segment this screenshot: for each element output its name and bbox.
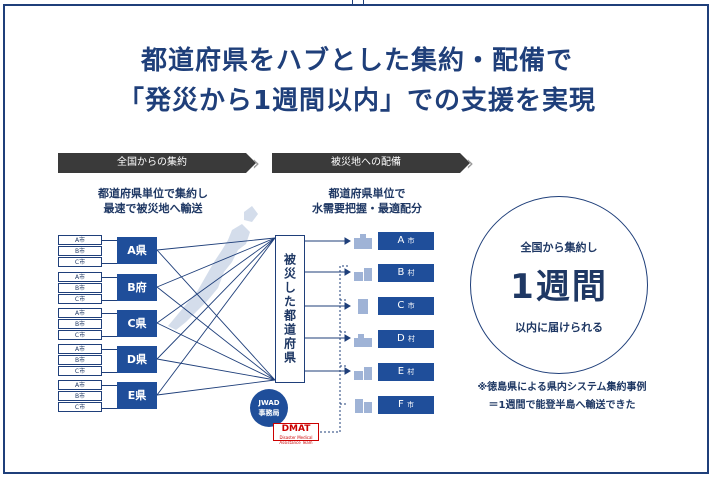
group-bracket (101, 240, 118, 264)
subhead-deployment-line2: 水需要把握・最適配分 (312, 202, 422, 215)
banner-deployment: 被災地への配備 (272, 153, 470, 173)
muni-box: C市 (58, 330, 102, 340)
jwad-sub: 事務局 (258, 409, 280, 417)
pref-box-b: B府 (117, 274, 157, 301)
muni-group-c: A市 B市 C市 (58, 308, 102, 341)
muni-box: B市 (58, 355, 102, 365)
muni-group-b: A市 B市 C市 (58, 272, 102, 305)
banner-arrowhead (460, 153, 470, 173)
dest-name: A (397, 235, 405, 246)
building-icon (354, 367, 372, 380)
dmat-label: DMAT (281, 424, 311, 434)
group-bracket (101, 385, 118, 409)
destination-d: D 村 (378, 330, 434, 348)
pref-box-a: A県 (117, 237, 157, 264)
muni-box: B市 (58, 319, 102, 329)
disaster-prefecture-box: 被災した都道府県 (275, 235, 305, 383)
outer-frame (3, 4, 709, 474)
one-week-callout: 全国から集約し 1週間 以内に届けられる (470, 196, 648, 374)
pref-box-d: D県 (117, 346, 157, 373)
destination-a: A 市 (378, 232, 434, 250)
title-line-1: 都道府県をハブとした集約・配備で (140, 46, 573, 76)
dest-unit: 市 (406, 401, 414, 409)
note-line1: ※徳島県による県内システム集約事例 (477, 382, 647, 393)
dmat-logo: DMAT Disaster Medical Assistance Team (273, 423, 319, 445)
muni-box: C市 (58, 366, 102, 376)
pref-box-e: E県 (117, 382, 157, 409)
muni-box: C市 (58, 257, 102, 267)
callout-headline: 1週間 (510, 267, 608, 307)
muni-group-d: A市 B市 C市 (58, 344, 102, 377)
dest-unit: 村 (407, 368, 415, 376)
building-icon (358, 299, 368, 314)
dest-name: F (398, 399, 404, 410)
dest-name: D (397, 333, 405, 344)
dest-unit: 市 (407, 237, 415, 245)
muni-box: B市 (58, 391, 102, 401)
callout-line3: 以内に届けられる (515, 321, 603, 334)
building-icon (354, 234, 372, 249)
pref-box-c: C県 (117, 310, 157, 337)
dest-unit: 市 (407, 302, 415, 310)
chevron-icon: › (466, 151, 474, 175)
subhead-deployment: 都道府県単位で 水需要把握・最適配分 (272, 186, 462, 216)
muni-box: A市 (58, 272, 102, 282)
muni-box: C市 (58, 402, 102, 412)
subhead-collection-line1: 都道府県単位で集約し (98, 187, 208, 200)
muni-box: A市 (58, 308, 102, 318)
banner-arrowhead (246, 153, 256, 173)
subhead-collection: 都道府県単位で集約し 最速で被災地へ輸送 (58, 186, 248, 216)
building-icon (354, 334, 372, 347)
muni-box: A市 (58, 344, 102, 354)
building-icon (355, 399, 372, 413)
dest-name: E (397, 366, 405, 377)
destination-c: C 市 (378, 297, 434, 315)
note-line2: ＝1週間で能登半島へ輸送できた (488, 400, 636, 411)
building-icon (354, 268, 372, 281)
group-bracket (101, 313, 118, 337)
muni-group-e: A市 B市 C市 (58, 380, 102, 413)
title-line-2: 「発災から1週間以内」での支援を実現 (117, 86, 597, 116)
jwad-badge: JWAD 事務局 (250, 389, 288, 427)
callout-line1: 全国から集約し (520, 241, 598, 254)
banner-collection: 全国からの集約 (58, 153, 256, 173)
dest-name: C (397, 300, 405, 311)
dest-unit: 村 (407, 335, 415, 343)
frame-top-tab (352, 0, 364, 5)
muni-box: B市 (58, 246, 102, 256)
muni-box: A市 (58, 380, 102, 390)
group-bracket (101, 277, 118, 301)
subhead-collection-line2: 最速で被災地へ輸送 (103, 202, 203, 215)
muni-box: B市 (58, 283, 102, 293)
group-bracket (101, 349, 118, 373)
destination-b: B 村 (378, 264, 434, 282)
muni-box: C市 (58, 294, 102, 304)
subhead-deployment-line1: 都道府県単位で (328, 187, 406, 200)
jwad-label: JWAD (258, 399, 280, 407)
muni-box: A市 (58, 235, 102, 245)
dest-name: B (397, 267, 405, 278)
destination-e: E 村 (378, 363, 434, 381)
banner-collection-label: 全国からの集約 (117, 157, 187, 168)
dmat-sub: Disaster Medical Assistance Team (279, 435, 313, 445)
muni-group-a: A市 B市 C市 (58, 235, 102, 268)
destination-f: F 市 (378, 396, 434, 414)
banner-deployment-label: 被災地への配備 (331, 157, 401, 168)
dest-unit: 村 (407, 269, 415, 277)
chevron-icon: › (252, 151, 260, 175)
